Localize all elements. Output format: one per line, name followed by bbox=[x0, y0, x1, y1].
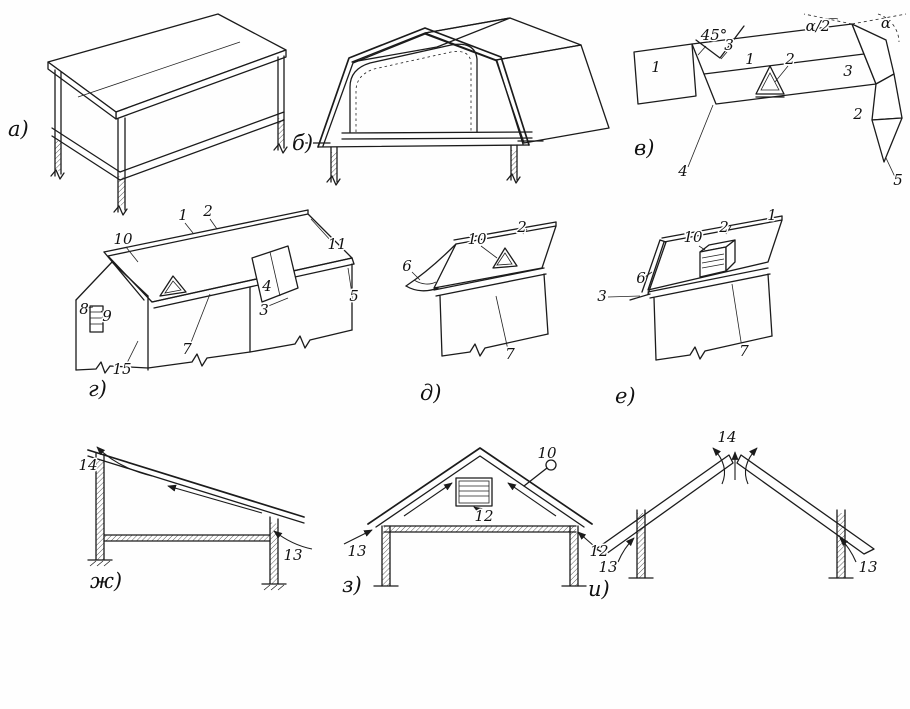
panel-letter-d: д) bbox=[420, 381, 442, 405]
label-e-3: 3 bbox=[597, 287, 607, 305]
label-g-10: 10 bbox=[113, 230, 133, 248]
label-v-45deg: 45° bbox=[700, 26, 728, 44]
label-v-1-wing: 1 bbox=[651, 58, 661, 76]
label-v-3-right: 3 bbox=[843, 62, 853, 80]
label-i-13b: 13 bbox=[858, 558, 877, 576]
label-g-7: 7 bbox=[182, 340, 192, 358]
panel-a-drawing bbox=[47, 13, 288, 216]
label-g-1: 1 bbox=[178, 206, 188, 224]
label-g-9: 9 bbox=[102, 307, 112, 325]
label-v-2-mid: 2 bbox=[784, 50, 795, 68]
label-g-11: 11 bbox=[327, 235, 346, 253]
label-g-4: 4 bbox=[261, 277, 272, 295]
panel-letter-v: в) bbox=[634, 136, 654, 160]
panel-b-drawing bbox=[304, 17, 610, 186]
label-d-6: 6 bbox=[402, 257, 412, 275]
panel-d-drawing bbox=[405, 221, 557, 357]
label-d-10: 10 bbox=[467, 230, 487, 248]
label-v-3-top: 3 bbox=[724, 36, 734, 54]
label-e-6: 6 bbox=[636, 269, 646, 287]
panel-e-drawing bbox=[607, 215, 783, 361]
label-v-2-right: 2 bbox=[852, 105, 863, 123]
label-d-2: 2 bbox=[516, 218, 527, 236]
label-v-alpha: α bbox=[881, 14, 891, 32]
label-i-13a: 13 bbox=[598, 558, 617, 576]
label-e-1: 1 bbox=[767, 206, 777, 224]
panel-g-drawing bbox=[75, 209, 355, 374]
label-g-15: 15 bbox=[112, 360, 131, 378]
panel-z-drawing bbox=[343, 447, 595, 587]
panel-letter-b: б) bbox=[292, 131, 313, 155]
label-g-5: 5 bbox=[349, 287, 359, 305]
label-v-5: 5 bbox=[893, 171, 903, 189]
label-e-10: 10 bbox=[683, 228, 703, 246]
panel-i-drawing bbox=[595, 447, 875, 579]
label-v-4: 4 bbox=[677, 162, 688, 180]
panel-letter-g: г) bbox=[88, 377, 107, 401]
panel-v-drawing bbox=[633, 13, 907, 178]
panel-zh-drawing bbox=[87, 446, 313, 591]
label-i-14: 14 bbox=[717, 428, 736, 446]
label-z-12b: 12 bbox=[589, 542, 608, 560]
label-zh-13: 13 bbox=[283, 546, 302, 564]
label-g-2: 2 bbox=[202, 202, 213, 220]
label-e-2: 2 bbox=[718, 218, 729, 236]
label-z-13: 13 bbox=[347, 542, 366, 560]
label-zh-14: 14 bbox=[78, 456, 97, 474]
label-v-1-mid: 1 bbox=[745, 50, 755, 68]
panel-letter-zh: ж) bbox=[90, 569, 122, 593]
label-g-3: 3 bbox=[259, 301, 269, 319]
panel-letter-e: е) bbox=[615, 384, 636, 408]
panel-letter-z: з) bbox=[342, 573, 362, 597]
label-d-7: 7 bbox=[505, 345, 515, 363]
label-g-8: 8 bbox=[79, 300, 89, 318]
label-z-12a: 12 bbox=[474, 507, 493, 525]
panel-letter-i: и) bbox=[588, 577, 610, 601]
label-z-10: 10 bbox=[537, 444, 557, 462]
label-v-alpha-half: α/2 bbox=[806, 17, 831, 35]
label-e-7: 7 bbox=[739, 342, 749, 360]
panel-letter-a: а) bbox=[8, 117, 29, 141]
